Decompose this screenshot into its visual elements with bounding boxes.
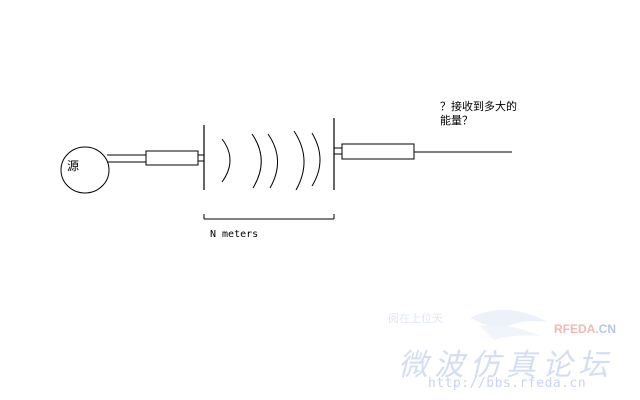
wave-arc bbox=[251, 133, 262, 189]
rx-connector-box bbox=[341, 143, 415, 160]
wave-arcs bbox=[221, 130, 321, 191]
watermark-url: http://bbs.rfeda.cn bbox=[428, 376, 587, 391]
wave-arc bbox=[267, 133, 278, 189]
distance-label: N meters bbox=[210, 229, 259, 240]
watermark-brand: RFEDA.CN bbox=[554, 322, 616, 336]
source-label: 源 bbox=[67, 159, 80, 173]
wave-arc bbox=[311, 132, 321, 187]
question-label-line-1: ？接收到多大的 bbox=[440, 100, 517, 113]
watermark-wing-logo bbox=[470, 309, 548, 340]
wave-arc bbox=[221, 138, 231, 183]
tx-connector-box bbox=[145, 150, 199, 166]
watermark-title: 微波仿真论坛 bbox=[398, 348, 614, 383]
source-circle bbox=[60, 146, 110, 194]
watermark-brand-rf: RFEDA bbox=[554, 322, 596, 336]
distance-bracket bbox=[203, 214, 335, 220]
watermark-small-text: 阅在上位天 bbox=[388, 312, 443, 325]
wave-arc bbox=[293, 130, 305, 191]
question-label-line-2: 能量？ bbox=[440, 114, 473, 127]
watermark-brand-cn: .CN bbox=[595, 322, 617, 336]
